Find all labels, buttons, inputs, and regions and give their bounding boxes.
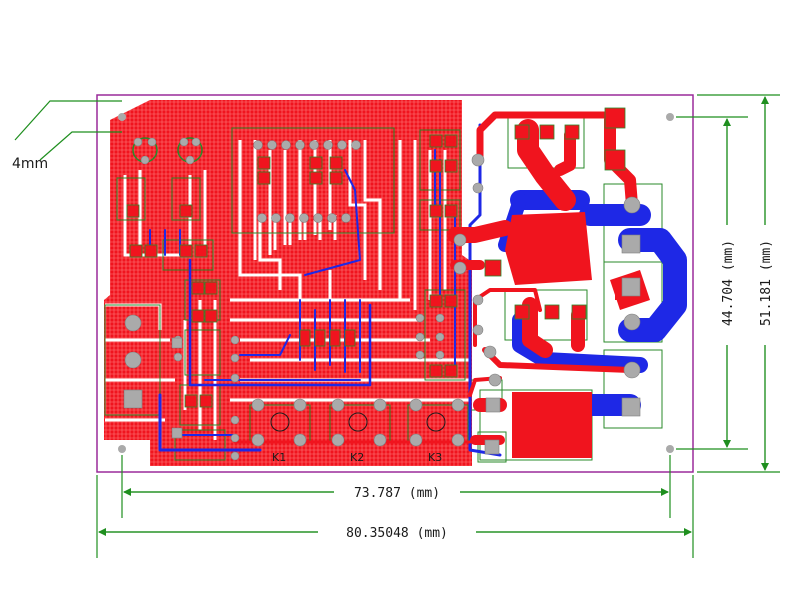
key-labels: K1 K2 K3 xyxy=(272,451,442,464)
mount-hole-bl xyxy=(118,445,126,453)
annotation-4mm-label: 4mm xyxy=(12,156,48,172)
dim-outer-width: 80.35048 (mm) xyxy=(346,526,448,541)
key-label-k3: K3 xyxy=(428,451,442,464)
mount-hole-tr xyxy=(666,113,674,121)
square-pads xyxy=(123,234,641,455)
mounting-holes xyxy=(118,113,674,453)
annotation-4mm xyxy=(14,100,122,161)
through-hole-pads xyxy=(124,137,641,461)
smd-pads xyxy=(126,107,626,408)
mount-hole-tl xyxy=(118,113,126,121)
key-label-k1: K1 xyxy=(272,451,286,464)
dim-inner-height: 44.704 (mm) xyxy=(721,240,736,326)
mount-hole-br xyxy=(666,445,674,453)
top-copper-pours xyxy=(505,212,650,458)
dim-inner-width: 73.787 (mm) xyxy=(354,486,440,501)
key-label-k2: K2 xyxy=(350,451,364,464)
dim-outer-height: 51.181 (mm) xyxy=(759,240,774,326)
